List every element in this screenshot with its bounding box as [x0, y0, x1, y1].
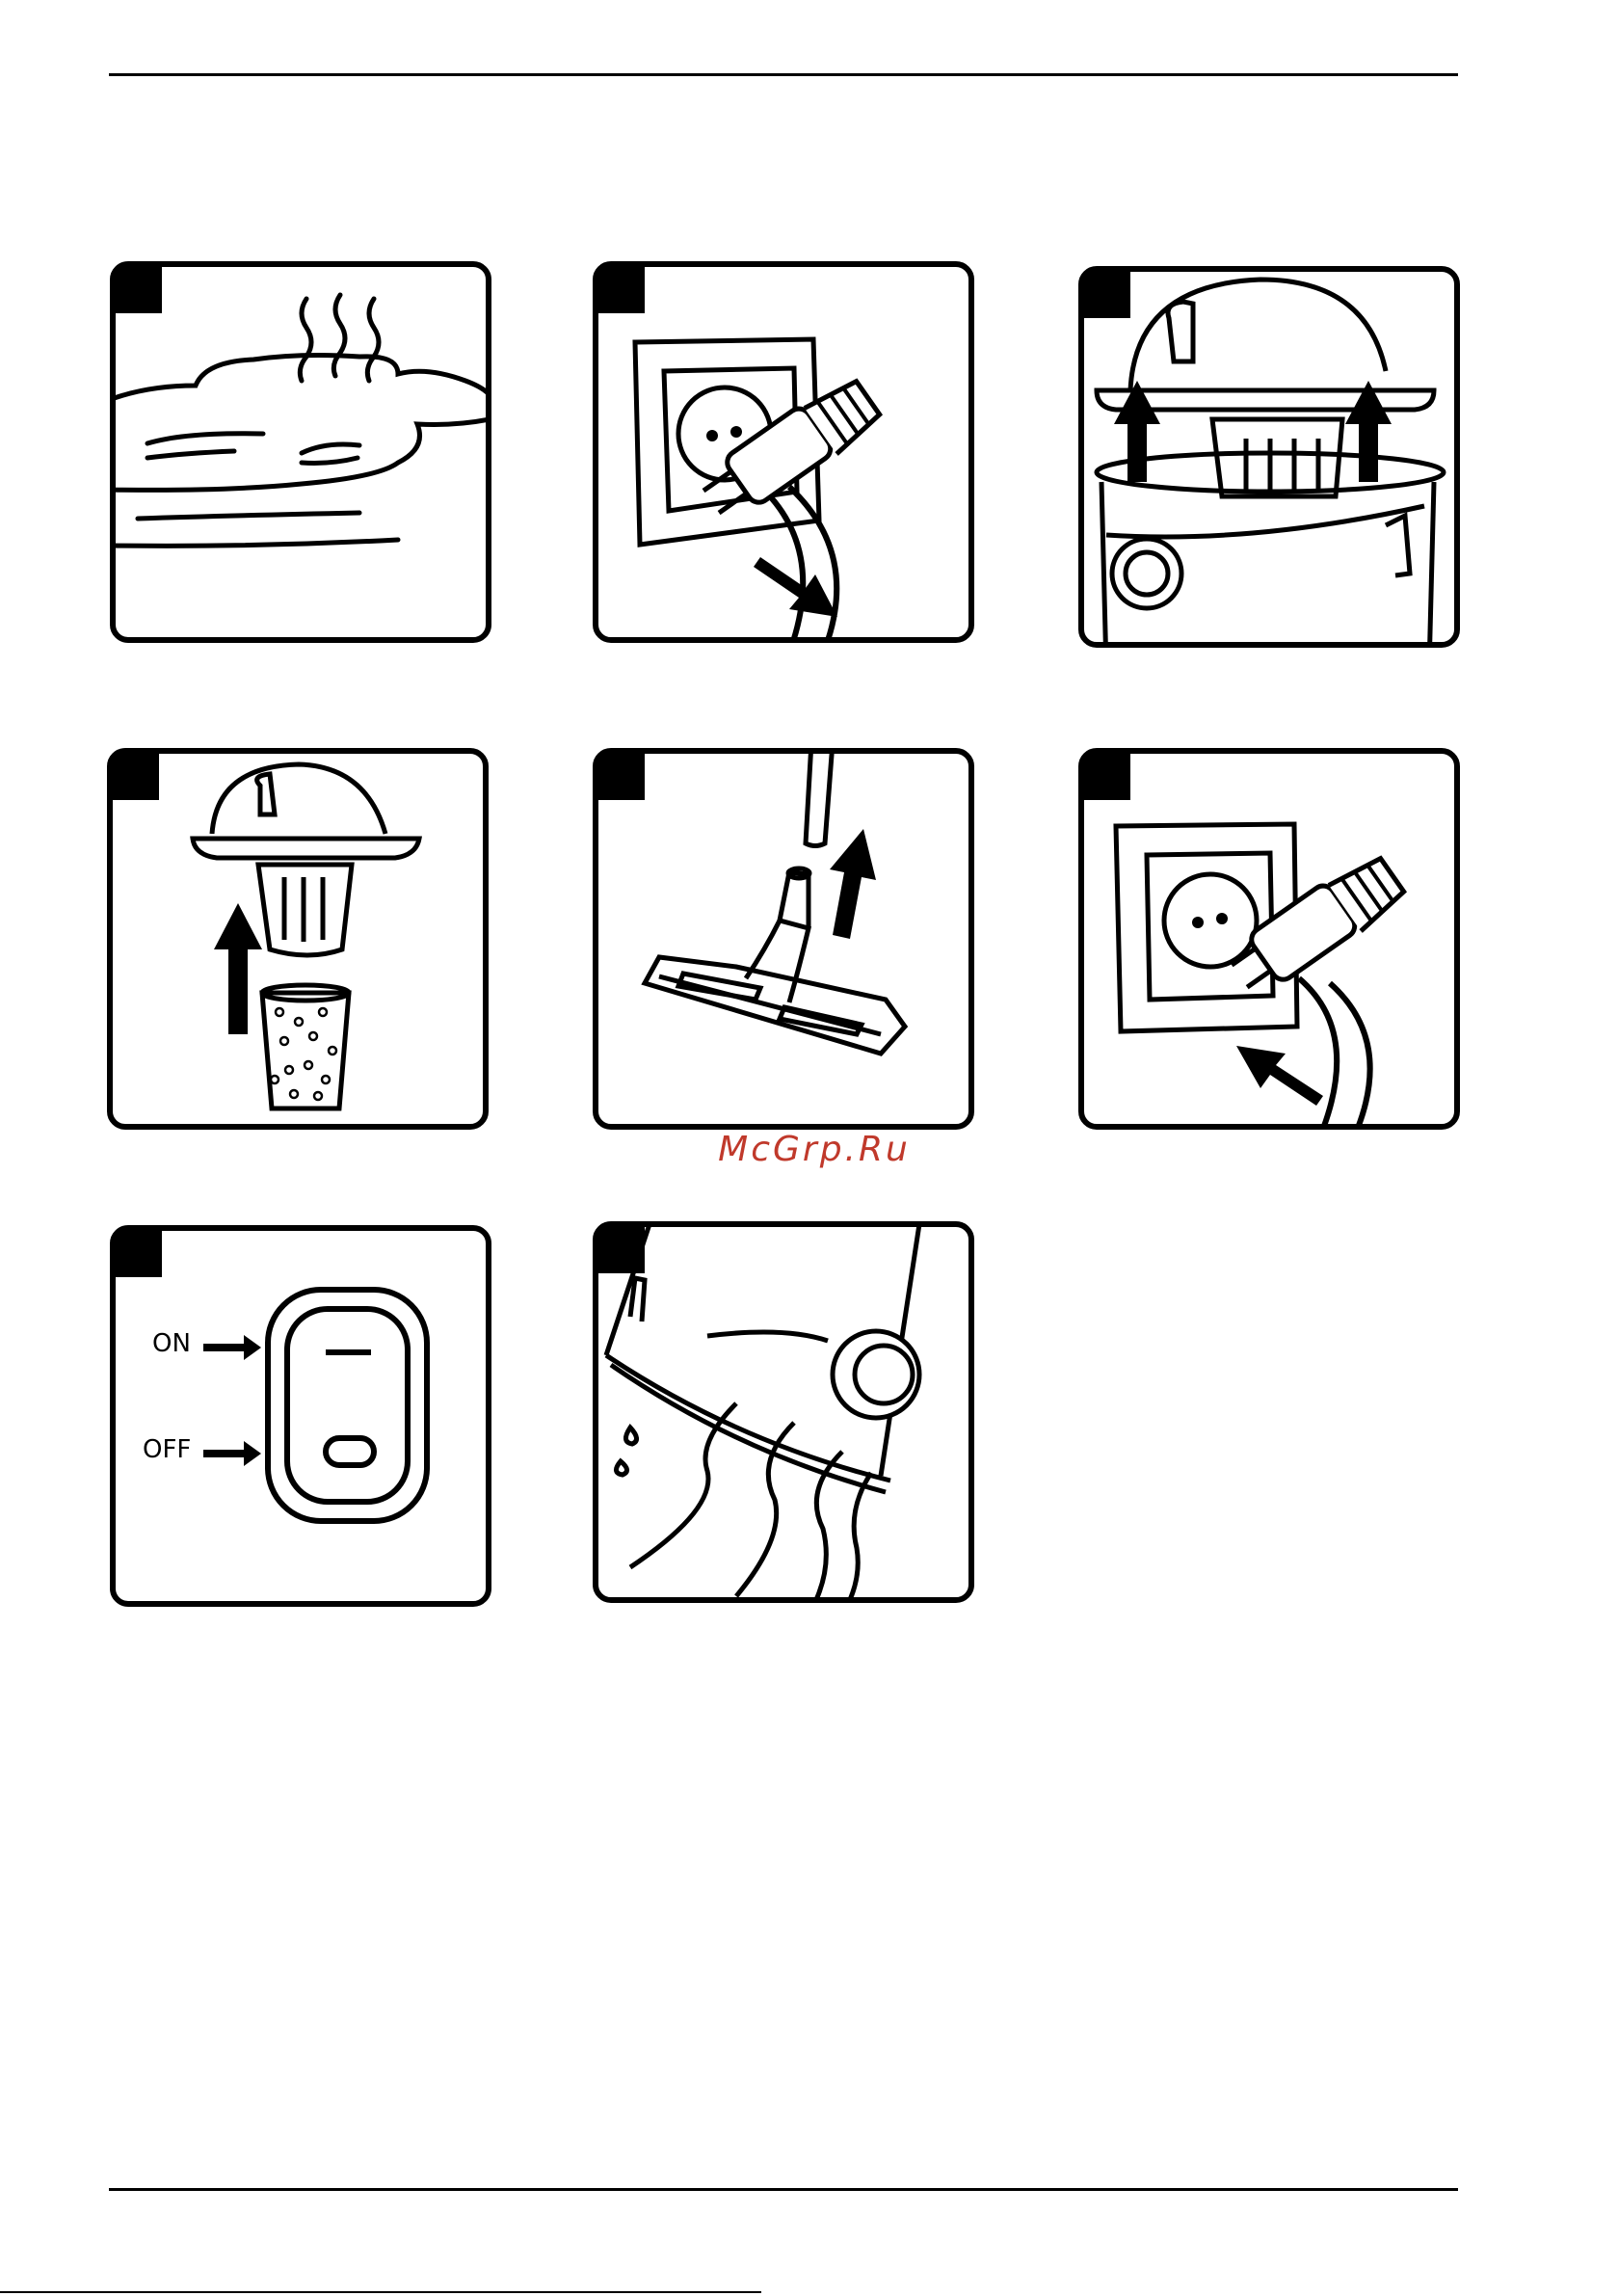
panel-3: [1077, 265, 1463, 651]
panel-5: [592, 747, 977, 1133]
lift-vacuum-head-icon: [1077, 265, 1463, 651]
empty-container-icon: [592, 1220, 977, 1606]
panel-2: [592, 260, 977, 646]
floor-nozzle-attach-icon: [592, 747, 977, 1133]
page-edge-mark: [0, 2291, 761, 2293]
power-switch-icon: ON OFF: [109, 1224, 494, 1610]
panel-7: ON OFF: [109, 1224, 494, 1610]
panel-4: [106, 747, 491, 1133]
switch-on-label: ON: [152, 1329, 191, 1358]
panel-6: [1077, 747, 1463, 1133]
top-rule: [109, 73, 1458, 76]
remove-filter-bag-icon: [106, 747, 491, 1133]
unplug-socket-icon: [592, 260, 977, 646]
panel-1: [109, 260, 494, 646]
hot-liquid-spill-icon: [109, 260, 494, 646]
watermark: McGrp.Ru: [655, 1130, 973, 1169]
switch-off-label: OFF: [143, 1435, 191, 1464]
plug-in-socket-icon: [1077, 747, 1463, 1133]
bottom-rule: [109, 2188, 1458, 2191]
panel-8: [592, 1220, 977, 1606]
